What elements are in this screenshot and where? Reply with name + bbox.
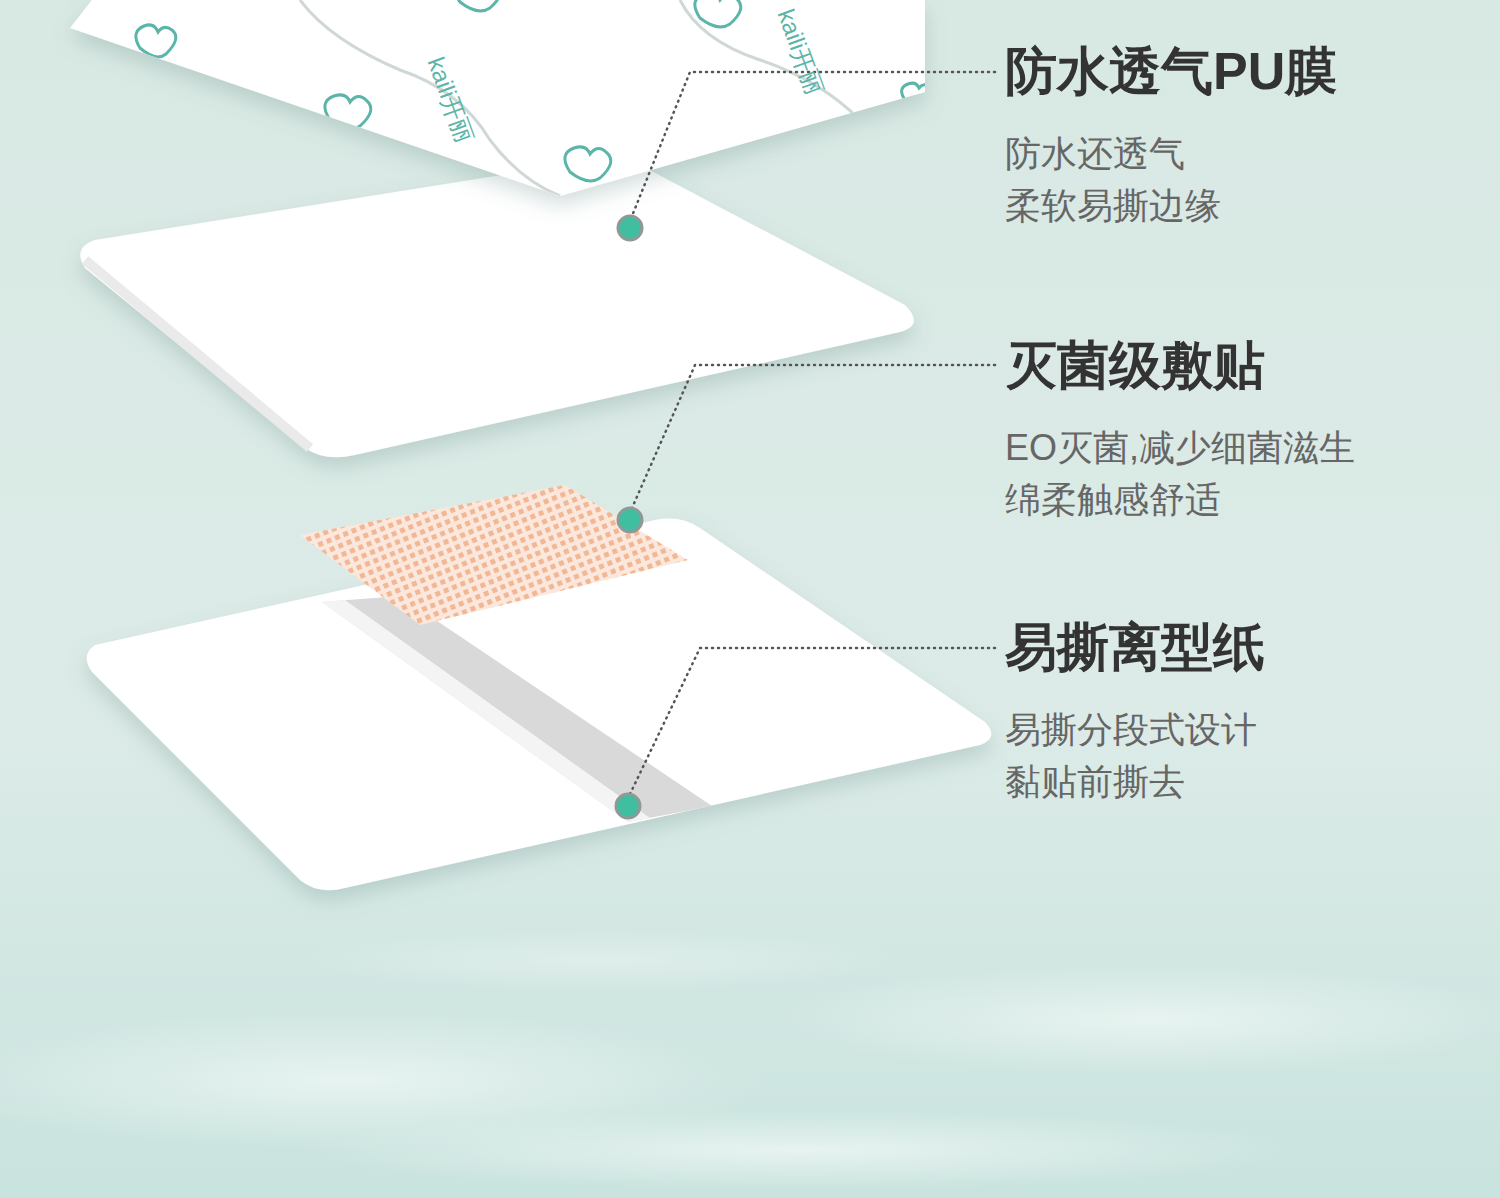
part-description: 易撕分段式设计 黏贴前撕去 — [1005, 704, 1263, 808]
callout-dots — [616, 216, 642, 818]
part-description: EO灭菌,减少细菌滋生 绵柔触感舒适 — [1005, 422, 1362, 526]
leader-lines — [630, 72, 995, 794]
part-heading: 防水透气PU膜 — [1005, 38, 1337, 106]
part-heading: 易撕离型纸 — [1005, 614, 1265, 682]
part-heading: 灭菌级敷贴 — [1005, 332, 1265, 400]
part-description: 防水还透气 柔软易撕边缘 — [1005, 128, 1227, 232]
